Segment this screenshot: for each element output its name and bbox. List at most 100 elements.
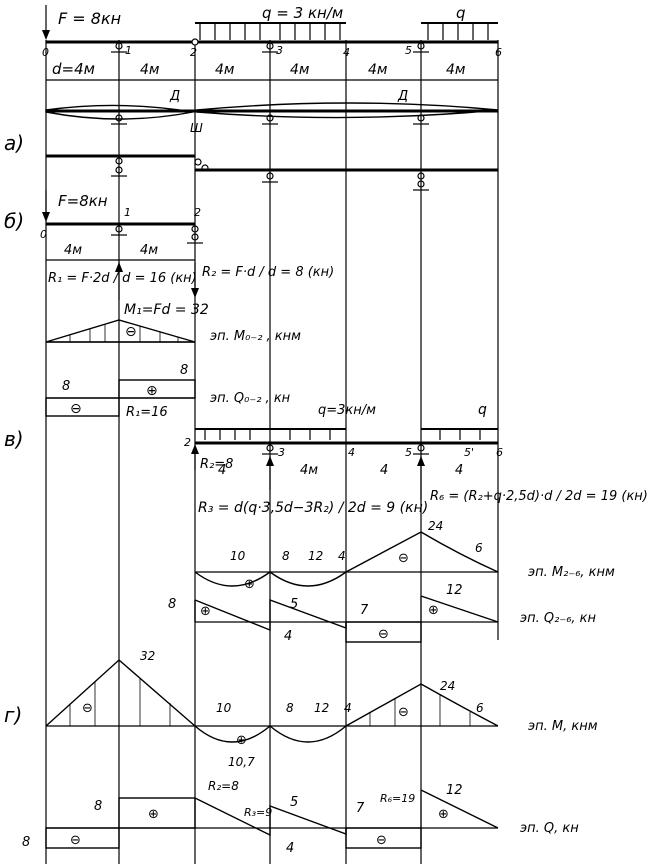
g-q-sign-plus-2: ⊕ <box>438 807 449 822</box>
v-q-title: эп. Q₂₋₆, кн <box>520 611 597 626</box>
g-q-r6: R₆=19 <box>380 792 415 805</box>
v-r2-label: R₂=8 <box>200 457 233 472</box>
row-v-label: в) <box>4 427 24 451</box>
v-load-label: q=3кн/м <box>318 403 376 418</box>
v-node-5prime: 5' <box>464 446 474 459</box>
span-2-3: 4м <box>215 62 235 78</box>
node-5: 5 <box>405 44 412 57</box>
row-g: г) ⊖ ⊕ ⊖ 32 10 8 12 4 24 6 10,7 эп. M, к… <box>4 649 598 856</box>
g-q-r3: R₃=9 <box>244 806 272 819</box>
v-node-6: 6 <box>496 446 503 459</box>
d-symbol-1: Д <box>169 89 180 104</box>
v-m-24: 24 <box>428 519 443 533</box>
vertical-guides <box>45 40 499 864</box>
g-q-r2: R₂=8 <box>208 779 239 793</box>
b-q-left: 8 <box>62 379 70 394</box>
v-node-2: 2 <box>184 436 191 449</box>
v-m-4: 4 <box>338 549 346 563</box>
v-q-12: 12 <box>446 583 463 598</box>
span-5-6: 4м <box>446 62 466 78</box>
d-symbol-2: Д <box>397 89 408 104</box>
v-m-10: 10 <box>230 549 246 563</box>
row-b-label: б) <box>4 209 24 233</box>
v-load-label-2: q <box>478 402 487 418</box>
top-force-label: F = 8кн <box>58 9 121 28</box>
d-label: d=4м <box>52 60 95 78</box>
b-q-title: эп. Q₀₋₂ , кн <box>210 391 291 406</box>
g-q-8-left: 8 <box>22 835 30 850</box>
row-b: б) F=8кн 0 1 2 4м 4м R₁ = F·2d / d = 16 … <box>4 190 334 420</box>
v-m-sign-plus: ⊕ <box>244 577 255 592</box>
v-m-8: 8 <box>282 549 290 563</box>
node-0: 0 <box>42 46 49 59</box>
g-m-sign-minus-2: ⊖ <box>398 705 409 720</box>
b-span-1: 4м <box>64 243 82 258</box>
node-4: 4 <box>343 46 350 59</box>
v-q-sign-plus-2: ⊕ <box>428 603 439 618</box>
span-3-4: 4м <box>290 62 310 78</box>
v-m-12: 12 <box>308 549 323 563</box>
row-a: а) Д Д Ш <box>4 89 499 191</box>
b-node-0: 0 <box>40 228 47 241</box>
g-m-6: 6 <box>476 701 484 715</box>
v-span-4: 4 <box>455 463 463 478</box>
g-m-12: 12 <box>314 701 329 715</box>
g-q-sign-minus-2: ⊖ <box>376 833 387 848</box>
g-q-8: 8 <box>94 799 102 814</box>
node-6: 6 <box>495 46 502 59</box>
top-load-label: q = 3 кн/м <box>262 4 343 22</box>
b-m1-label: M₁=Fd = 32 <box>124 302 209 318</box>
v-span-2: 4м <box>300 463 318 478</box>
v-m-title: эп. M₂₋₆, кнм <box>528 565 615 580</box>
b-r1-formula: R₁ = F·2d / d = 16 (кн) <box>48 271 197 286</box>
g-m-4: 4 <box>344 701 352 715</box>
b-q-right: 8 <box>180 363 188 378</box>
b-m-sign: ⊖ <box>125 324 137 340</box>
span-4-5: 4м <box>368 62 388 78</box>
node-1: 1 <box>125 44 132 57</box>
g-m-10: 10 <box>216 701 232 715</box>
g-q-5: 5 <box>290 795 298 810</box>
g-q-4: 4 <box>286 841 294 856</box>
hinge-label: Ш <box>190 121 203 135</box>
top-supports <box>111 38 429 53</box>
v-q-4: 4 <box>284 629 292 644</box>
span-1-2: 4м <box>140 62 160 78</box>
v-q-sign-minus: ⊖ <box>378 627 389 642</box>
v-m-6: 6 <box>475 541 483 555</box>
b-r2-formula: R₂ = F·d / d = 8 (кн) <box>202 265 334 280</box>
g-q-7: 7 <box>356 801 365 816</box>
v-q-5: 5 <box>290 597 298 612</box>
b-q-r1: R₁=16 <box>126 405 168 420</box>
g-q-sign-minus-1: ⊖ <box>70 833 81 848</box>
g-m-sign-plus: ⊕ <box>236 733 247 748</box>
b-span-2: 4м <box>140 243 158 258</box>
g-m-title: эп. M, кнм <box>528 719 598 734</box>
v-span-1: 4 <box>218 463 226 478</box>
v-span-3: 4 <box>380 463 388 478</box>
g-q-sign-plus-1: ⊕ <box>148 807 159 822</box>
node-2: 2 <box>190 46 197 59</box>
v-node-3: 3 <box>278 446 285 459</box>
node-3: 3 <box>276 44 283 57</box>
b-q-sign-minus: ⊖ <box>70 401 82 417</box>
b-q-sign-plus: ⊕ <box>146 383 158 399</box>
v-q-sign-plus: ⊕ <box>200 604 211 619</box>
g-m-8: 8 <box>286 701 294 715</box>
g-m-32: 32 <box>140 649 155 663</box>
v-r3-formula: R₃ = d(q·3,5d−3R₂) / 2d = 9 (кн) <box>198 500 428 516</box>
v-r6-formula: R₆ = (R₂+q·2,5d)·d / 2d = 19 (кн) <box>430 489 648 504</box>
v-node-5: 5 <box>405 446 412 459</box>
g-m-24: 24 <box>440 679 455 693</box>
g-m-sign-minus-1: ⊖ <box>82 701 93 716</box>
b-m-title: эп. M₀₋₂ , кнм <box>210 329 301 344</box>
v-q-8: 8 <box>168 597 176 612</box>
v-q-7: 7 <box>360 603 369 618</box>
g-q-title: эп. Q, кн <box>520 821 579 836</box>
b-node-2: 2 <box>194 206 201 219</box>
top-load-label-2: q <box>456 4 466 22</box>
b-node-1: 1 <box>124 206 131 219</box>
g-q-12: 12 <box>446 783 463 798</box>
b-force-label: F=8кн <box>58 192 108 210</box>
v-m-sign-minus: ⊖ <box>398 551 409 566</box>
